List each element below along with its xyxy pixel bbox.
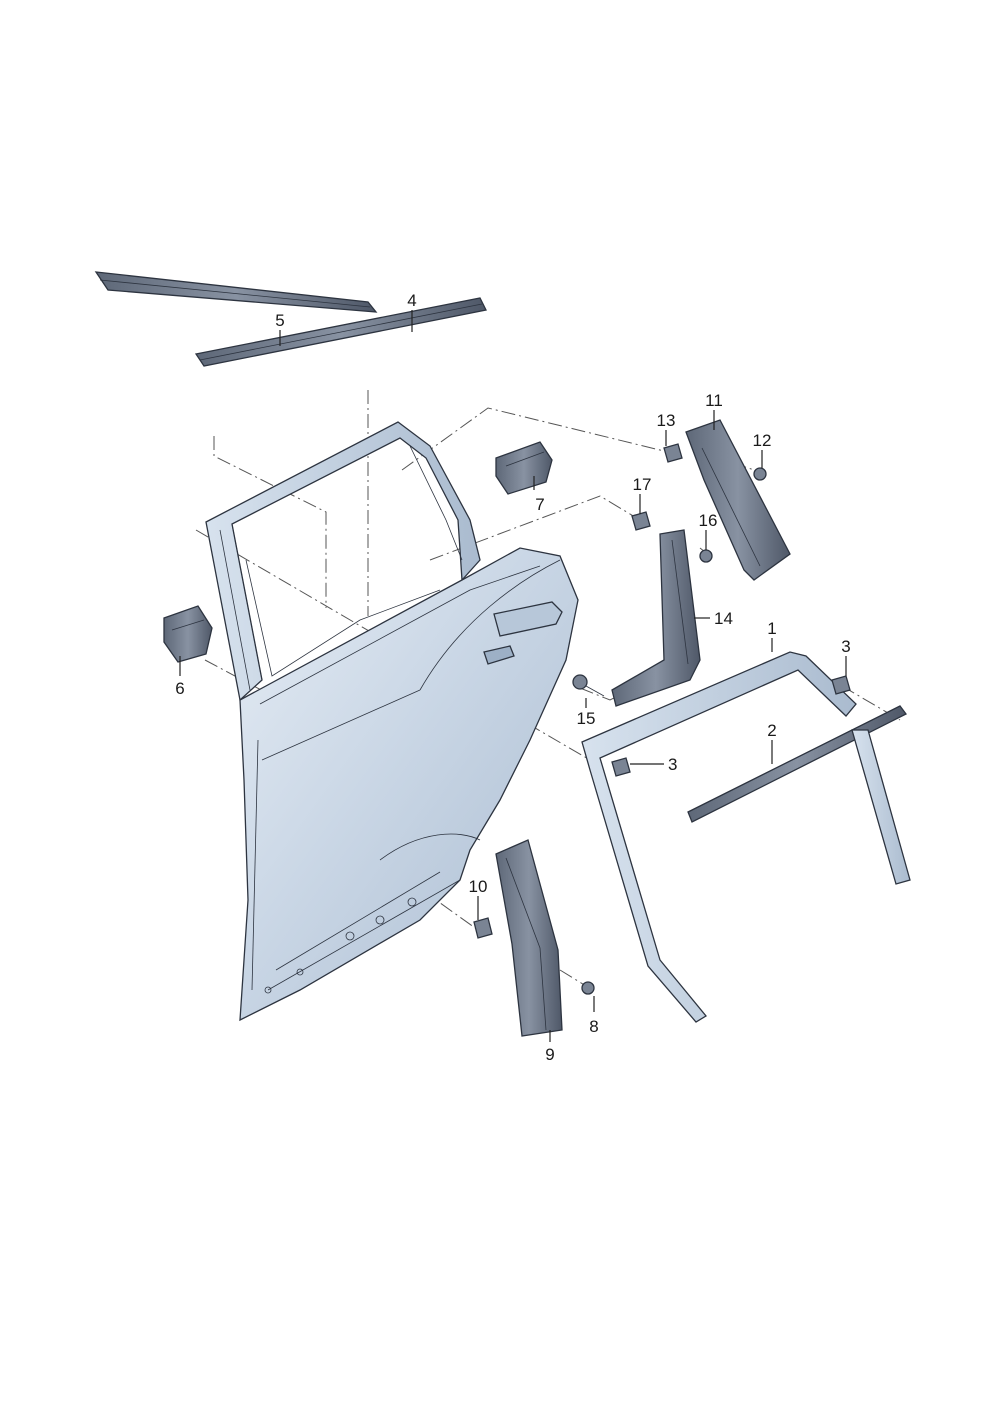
callout-11: 11 xyxy=(705,391,723,410)
part-6-bracket xyxy=(163,605,213,663)
callout-3-upper: 3 xyxy=(841,637,850,656)
callout-3-lower: 3 xyxy=(668,755,677,774)
clip-13 xyxy=(663,443,683,463)
door-window-frame xyxy=(205,421,481,702)
screw-15 xyxy=(572,674,605,697)
clip-10 xyxy=(473,917,493,939)
callout-12: 12 xyxy=(753,431,772,450)
part-4-belt-weatherstrip xyxy=(194,297,487,367)
screw-16 xyxy=(699,549,713,563)
callout-15: 15 xyxy=(577,709,596,728)
leader-lines xyxy=(179,310,847,1042)
part-7-bracket xyxy=(495,441,553,495)
callout-6: 6 xyxy=(175,679,184,698)
callout-17: 17 xyxy=(633,475,652,494)
callout-2: 2 xyxy=(767,721,776,740)
window-channel xyxy=(851,729,911,885)
part-11-pillar-trim xyxy=(685,419,791,581)
part-1-window-frame xyxy=(581,651,857,1023)
callout-4: 4 xyxy=(407,291,416,310)
clip-17 xyxy=(631,511,651,531)
callout-5: 5 xyxy=(275,311,284,330)
rear-door-panel xyxy=(239,547,579,1022)
callout-8: 9 xyxy=(545,1045,554,1064)
clip-3-upper xyxy=(831,675,851,695)
callout-14: 14 xyxy=(714,609,733,628)
part-14-pillar-trim xyxy=(611,529,701,707)
part-2-window-strip xyxy=(687,705,907,823)
clip-3-lower xyxy=(611,757,631,777)
callout-7: 7 xyxy=(535,495,544,514)
screw-12 xyxy=(753,467,767,481)
callout-13: 13 xyxy=(657,411,676,430)
callout-9: 8 xyxy=(589,1017,598,1036)
part-5-belt-weatherstrip xyxy=(94,271,378,313)
callout-1: 1 xyxy=(767,619,776,638)
callout-16: 16 xyxy=(699,511,718,530)
callout-labels: 5 4 7 6 11 13 12 17 16 14 15 1 3 2 3 10 … xyxy=(175,291,850,1064)
screw-9 xyxy=(581,981,595,995)
part-8-door-trim xyxy=(495,839,563,1037)
callout-10: 10 xyxy=(469,877,488,896)
